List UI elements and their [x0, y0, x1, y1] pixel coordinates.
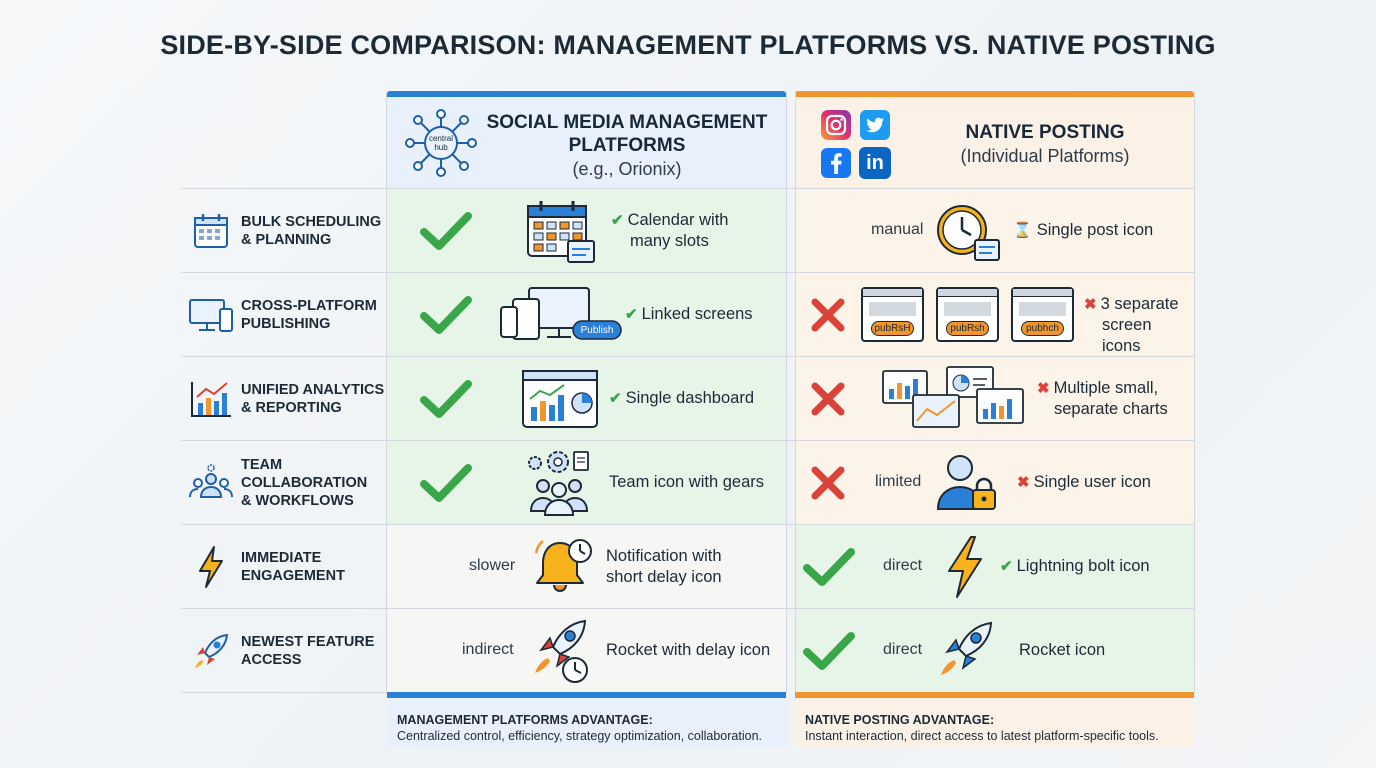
native-cell-unified-analytics: ✖Multiple small, separate charts [795, 357, 1194, 441]
native-column-subtitle: (Individual Platforms) [960, 146, 1130, 166]
page-title: SIDE-BY-SIDE COMPARISON: MANAGEMENT PLAT… [160, 30, 1216, 60]
check-icon [803, 548, 855, 586]
lightning-icon [199, 546, 223, 588]
native-label-direct: direct [883, 557, 923, 574]
check-icon [420, 212, 472, 250]
mgmt-desc-unified-analytics: ✔Single dashboard [609, 389, 755, 407]
native-cell-cross-platform: pubRsH pubRsh pubhch ✖3 separate screen … [795, 273, 1194, 357]
mgmt-desc-cross-platform: ✔Linked screens [625, 305, 753, 323]
cross-icon [811, 298, 845, 332]
native-desc-newest-access: Rocket icon [1019, 641, 1106, 659]
feature-unified-analytics: UNIFIED ANALYTICS& REPORTING [181, 357, 386, 441]
native-desc-immediate-engagement: ✔Lightning bolt icon [1000, 557, 1150, 575]
multiple-charts-icon [882, 366, 1024, 428]
native-desc-team-collaboration: ✖Single user icon [1017, 473, 1151, 491]
native-cell-bulk-scheduling: manual ⌛Single post icon [795, 189, 1194, 273]
mgmt-cell-newest-access: indirect Rocket with delay icon [387, 609, 786, 693]
native-desc-unified-analytics: ✖Multiple small, separate charts [1037, 379, 1168, 418]
svg-text:hub: hub [434, 143, 448, 152]
native-column-title: NATIVE POSTING [965, 122, 1125, 143]
native-cell-team-collaboration: limited ✖Single user icon [795, 441, 1194, 525]
feature-bulk-scheduling: BULK SCHEDULING& PLANNING [181, 189, 386, 273]
hourglass-icon: ⌛ [1013, 222, 1032, 239]
mgmt-advantage-footer: MANAGEMENT PLATFORMS ADVANTAGE: Centrali… [387, 692, 786, 748]
mgmt-label-slower: slower [469, 557, 516, 574]
mgmt-column-subtitle: (e.g., Orionix) [572, 159, 682, 179]
mgmt-desc-team-collaboration: Team icon with gears [609, 473, 764, 491]
central-hub-icon: central hub [405, 109, 477, 177]
linked-screens-icon [500, 287, 622, 340]
mgmt-cell-immediate-engagement: slower Notification with short delay ico… [387, 525, 786, 609]
native-header: in NATIVE POSTING (Individual Platforms) [795, 97, 1194, 189]
rocket-icon [195, 633, 229, 668]
publish-badge: Publish [580, 325, 614, 336]
calendar-icon [194, 214, 228, 248]
native-cell-newest-access: direct Rocket icon [795, 609, 1194, 693]
team-gears-icon [528, 451, 589, 516]
dashboard-icon [522, 370, 598, 428]
mgmt-cell-bulk-scheduling: ✔Calendar with many slots [387, 189, 786, 273]
native-cell-immediate-engagement: direct ✔Lightning bolt icon [795, 525, 1194, 609]
native-label-direct-access: direct [883, 641, 923, 658]
svg-text:central: central [429, 134, 453, 143]
native-desc-bulk-scheduling: ⌛Single post icon [1013, 221, 1154, 239]
linkedin-icon: in [859, 147, 891, 179]
twitter-icon [860, 110, 890, 140]
instagram-icon [821, 110, 851, 140]
user-lock-icon [936, 455, 996, 510]
native-label-manual: manual [871, 221, 924, 238]
lightning-bolt-icon [948, 536, 982, 598]
clock-icon [937, 205, 1000, 261]
mgmt-desc-newest-access: Rocket with delay icon [606, 641, 771, 659]
mgmt-desc-immediate-engagement: Notification with short delay icon [606, 547, 722, 586]
mgmt-desc-bulk-scheduling: ✔Calendar with many slots [611, 211, 729, 250]
facebook-icon [821, 148, 851, 178]
native-label-limited: limited [875, 473, 922, 490]
mgmt-column-title: SOCIAL MEDIA MANAGEMENT [486, 112, 768, 133]
check-icon [803, 632, 855, 670]
team-icon [189, 464, 233, 498]
bell-delay-icon [534, 539, 592, 592]
mgmt-label-indirect: indirect [462, 641, 514, 658]
cross-icon [811, 382, 845, 416]
cross-icon [811, 466, 845, 500]
analytics-icon [191, 382, 231, 417]
devices-icon [189, 299, 233, 332]
mgmt-cell-cross-platform: Publish ✔Linked screens [387, 273, 786, 357]
check-icon [420, 464, 472, 502]
mgmt-header: central hub SOCIAL MEDIA MANAGEMENT PLAT… [387, 97, 786, 189]
mgmt-column-title-line2: PLATFORMS [568, 135, 686, 156]
rocket-delay-icon [535, 619, 588, 683]
native-advantage-zone [795, 525, 1194, 693]
check-icon [420, 296, 472, 334]
check-icon [420, 380, 472, 418]
native-desc-cross-platform: ✖3 separate screen icons [1084, 295, 1179, 355]
native-advantage-footer: NATIVE POSTING ADVANTAGE: Instant intera… [795, 692, 1194, 748]
calendar-slots-icon [527, 201, 595, 263]
mgmt-cell-unified-analytics: ✔Single dashboard [387, 357, 786, 441]
rocket-icon [941, 621, 993, 675]
mgmt-cell-team-collaboration: Team icon with gears [387, 441, 786, 525]
